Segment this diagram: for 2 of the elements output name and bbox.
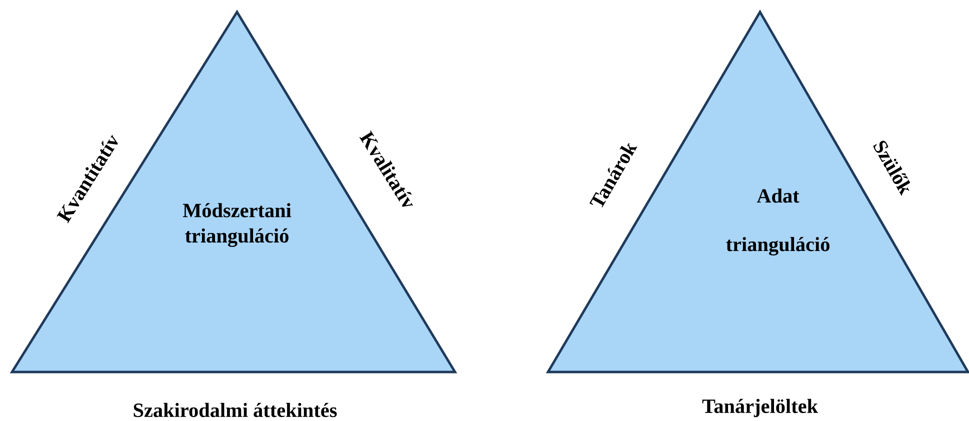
base-label: Szakirodalmi áttekintés — [134, 402, 337, 418]
base-label: Tanárjelöltek — [702, 398, 818, 418]
